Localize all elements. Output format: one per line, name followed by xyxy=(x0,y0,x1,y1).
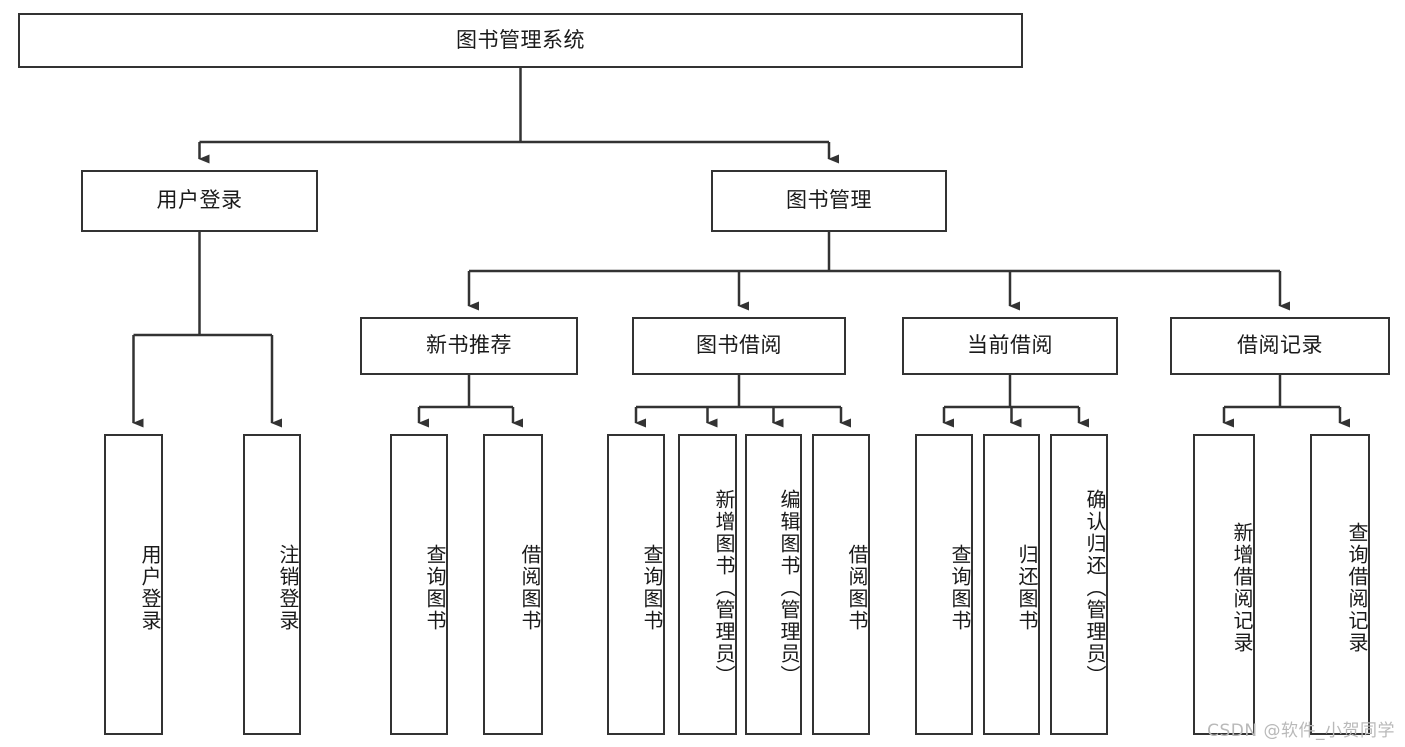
node-label: 查询借阅记录 xyxy=(1345,521,1369,654)
node-records[interactable]: 借阅记录 xyxy=(1170,317,1390,375)
node-bookmgmt[interactable]: 图书管理 xyxy=(711,170,947,232)
node-leaf8[interactable]: 借阅图书 xyxy=(812,434,870,735)
node-leaf9[interactable]: 查询图书 xyxy=(915,434,973,735)
node-label: 当前借阅 xyxy=(967,333,1053,358)
node-leaf3[interactable]: 查询图书 xyxy=(390,434,448,735)
node-label: 注销登录 xyxy=(276,543,300,632)
node-label: 借阅图书 xyxy=(845,543,869,632)
node-label: 归还图书 xyxy=(1015,543,1039,632)
node-leaf1[interactable]: 用户登录 xyxy=(104,434,163,735)
node-leaf6[interactable]: 新增图书（管理员） xyxy=(678,434,737,735)
watermark: CSDN @软件_小贺同学 xyxy=(1207,721,1395,741)
node-label: 查询图书 xyxy=(948,543,972,632)
node-label: 查询图书 xyxy=(640,543,664,632)
node-label: 图书管理 xyxy=(786,188,872,213)
node-borrow[interactable]: 图书借阅 xyxy=(632,317,846,375)
node-leaf10[interactable]: 归还图书 xyxy=(983,434,1040,735)
node-root[interactable]: 图书管理系统 xyxy=(18,13,1023,68)
node-label: 确认归还（管理员） xyxy=(1083,488,1107,687)
node-leaf5[interactable]: 查询图书 xyxy=(607,434,665,735)
node-label: 用户登录 xyxy=(156,188,243,213)
node-current[interactable]: 当前借阅 xyxy=(902,317,1118,375)
node-leaf11[interactable]: 确认归还（管理员） xyxy=(1050,434,1108,735)
node-label: 编辑图书（管理员） xyxy=(777,488,801,687)
node-leaf13[interactable]: 查询借阅记录 xyxy=(1310,434,1370,735)
node-label: 图书管理系统 xyxy=(456,27,585,52)
node-login[interactable]: 用户登录 xyxy=(81,170,318,232)
node-label: 借阅图书 xyxy=(518,543,542,632)
node-label: 用户登录 xyxy=(138,543,162,632)
node-label: 图书借阅 xyxy=(696,333,782,358)
node-leaf2[interactable]: 注销登录 xyxy=(243,434,301,735)
node-label: 借阅记录 xyxy=(1237,333,1323,358)
node-leaf7[interactable]: 编辑图书（管理员） xyxy=(745,434,802,735)
node-label: 新增图书（管理员） xyxy=(712,488,736,687)
node-label: 新书推荐 xyxy=(426,333,512,358)
node-label: 新增借阅记录 xyxy=(1230,521,1254,654)
node-leaf4[interactable]: 借阅图书 xyxy=(483,434,543,735)
node-label: 查询图书 xyxy=(423,543,447,632)
node-leaf12[interactable]: 新增借阅记录 xyxy=(1193,434,1255,735)
node-newbook[interactable]: 新书推荐 xyxy=(360,317,578,375)
